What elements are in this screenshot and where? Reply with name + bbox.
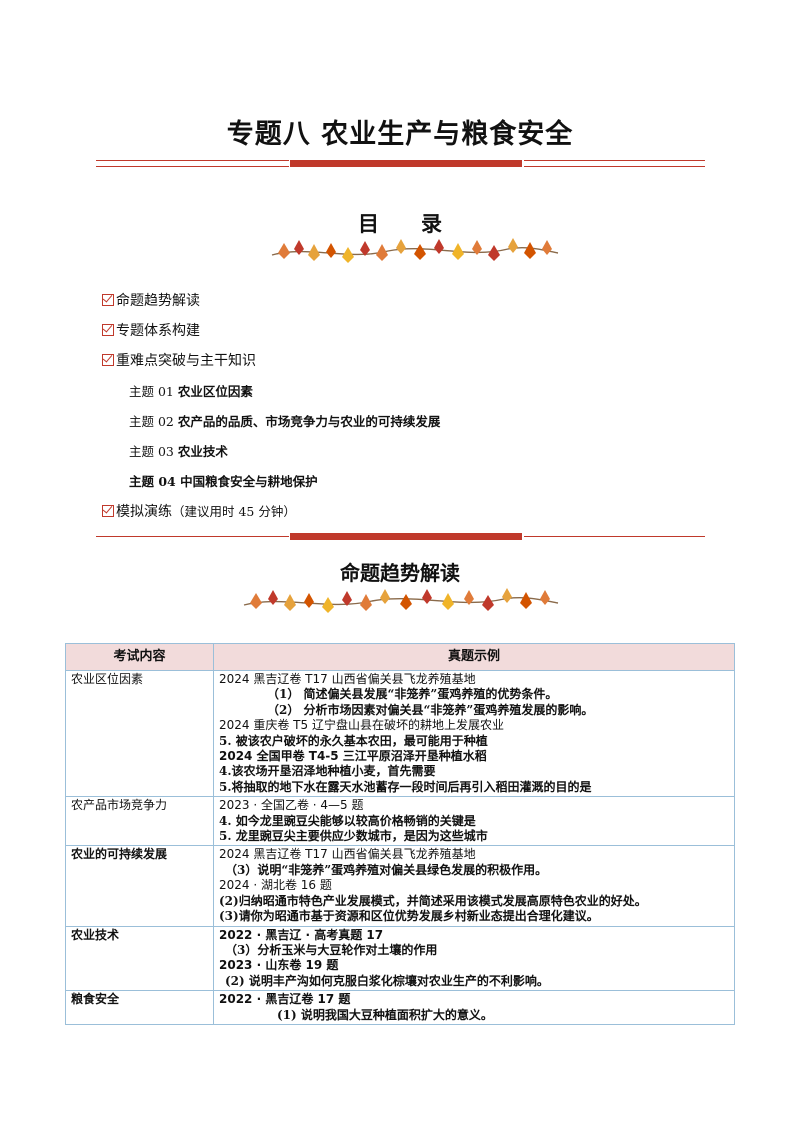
table-row: 农业技术 2022 · 黑吉辽 · 高考真题 17 （3）分析玉米与大豆轮作对土… xyxy=(65,925,735,992)
examples-cell: 2022 · 黑吉辽 · 高考真题 17 （3）分析玉米与大豆轮作对土壤的作用 … xyxy=(213,925,735,992)
toc-item-key-points[interactable]: 重难点突破与主干知识 xyxy=(102,350,256,370)
checkbox-icon xyxy=(102,294,114,306)
toc-item-practice[interactable]: 模拟演练（建议用时 45 分钟） xyxy=(102,501,296,521)
table-row: 农产品市场竞争力 2023 · 全国乙卷 · 4—5 题 4. 如今龙里豌豆尖能… xyxy=(65,796,735,847)
examples-cell: 2024 黑吉辽卷 T17 山西省偏关县飞龙养殖基地 （1） 简述偏关县发展“非… xyxy=(213,669,735,798)
toc-item-label: 命题趋势解读 xyxy=(116,293,200,309)
section-title: 命题趋势解读 xyxy=(340,561,460,585)
toc-item-label: 重难点突破与主干知识 xyxy=(116,353,256,369)
exam-table: 考试内容 真题示例 农业区位因素 2024 黑吉辽卷 T17 山西省偏关县飞龙养… xyxy=(65,643,735,1025)
topic-cell: 粮食安全 xyxy=(65,990,214,1025)
toc-item-label: 模拟演练 xyxy=(116,504,172,520)
toc-item-system[interactable]: 专题体系构建 xyxy=(102,320,200,340)
examples-cell: 2024 黑吉辽卷 T17 山西省偏关县飞龙养殖基地 （3）说明“非笼养”蛋鸡养… xyxy=(213,845,735,927)
leaf-garland-icon xyxy=(271,238,559,263)
checkbox-icon xyxy=(102,324,114,336)
toc-item-trend[interactable]: 命题趋势解读 xyxy=(102,290,200,310)
topic-cell: 农产品市场竞争力 xyxy=(65,796,214,847)
toc-subitem-04[interactable]: 主题 04 中国粮食安全与耕地保护 xyxy=(129,474,318,489)
toc-subitem-01[interactable]: 主题 01 农业区位因素 xyxy=(129,384,253,399)
toc-item-label: 专题体系构建 xyxy=(116,323,200,339)
examples-cell: 2022 · 黑吉辽卷 17 题 (1) 说明我国大豆种植面积扩大的意义。 xyxy=(213,990,735,1025)
checkbox-icon xyxy=(102,505,114,517)
topic-cell: 农业区位因素 xyxy=(65,669,214,798)
checkbox-icon xyxy=(102,354,114,366)
toc-item-note: （建议用时 45 分钟） xyxy=(172,504,296,519)
title-rule-center xyxy=(290,160,522,167)
table-row: 农业的可持续发展 2024 黑吉辽卷 T17 山西省偏关县飞龙养殖基地 （3）说… xyxy=(65,845,735,927)
topic-cell: 农业的可持续发展 xyxy=(65,845,214,927)
title-rule-left xyxy=(96,160,289,161)
examples-cell: 2023 · 全国乙卷 · 4—5 题 4. 如今龙里豌豆尖能够以较高价格畅销的… xyxy=(213,796,735,847)
title-rule-right xyxy=(524,160,705,161)
toc-subitem-03[interactable]: 主题 03 农业技术 xyxy=(129,444,228,459)
toc-subitem-02[interactable]: 主题 02 农产品的品质、市场竞争力与农业的可持续发展 xyxy=(129,414,441,429)
table-row: 粮食安全 2022 · 黑吉辽卷 17 题 (1) 说明我国大豆种植面积扩大的意… xyxy=(65,990,735,1025)
section-rule-right xyxy=(524,536,705,537)
section-rule-left xyxy=(96,536,289,537)
table-row: 农业区位因素 2024 黑吉辽卷 T17 山西省偏关县飞龙养殖基地 （1） 简述… xyxy=(65,669,735,798)
title-rule-left-2 xyxy=(96,166,289,167)
column-header: 考试内容 xyxy=(65,643,214,671)
title-rule-right-2 xyxy=(524,166,705,167)
section-rule-center xyxy=(290,533,522,540)
toc-heading: 目录 xyxy=(358,212,484,236)
column-header: 真题示例 xyxy=(213,643,735,671)
topic-cell: 农业技术 xyxy=(65,925,214,992)
leaf-garland-icon xyxy=(243,588,559,613)
page-title: 专题八 农业生产与粮食安全 xyxy=(226,119,574,150)
table-header-row: 考试内容 真题示例 xyxy=(65,643,735,671)
